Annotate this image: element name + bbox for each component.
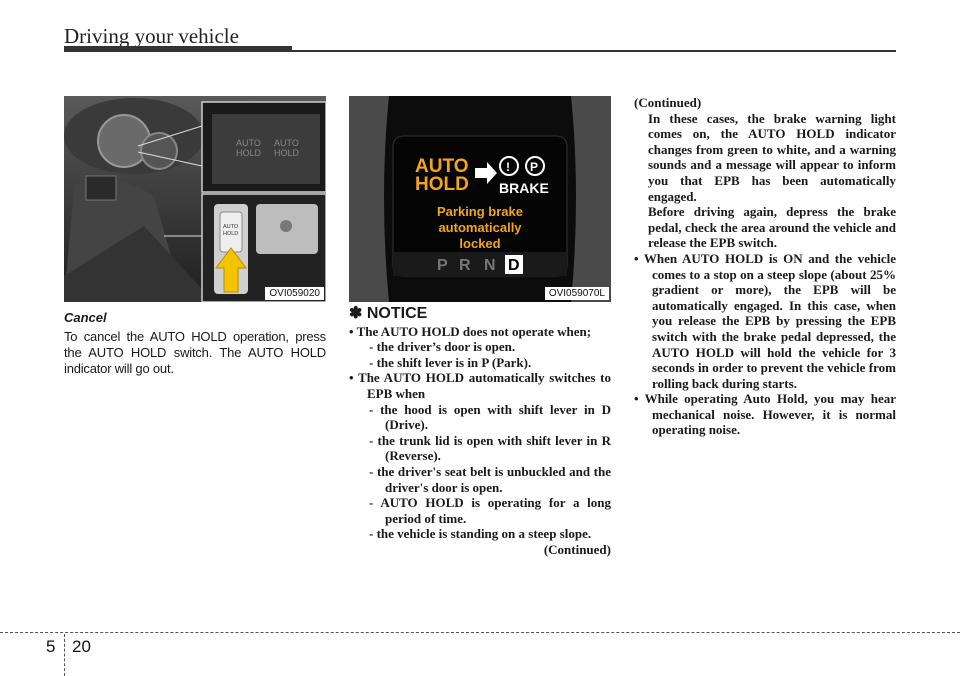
brake-warning-icon <box>499 156 519 176</box>
notice-paragraph: Before driving again, depress the brake … <box>648 204 896 251</box>
notice-dash: - the vehicle is standing on a steep slo… <box>369 526 592 542</box>
photo-code: OVI059070L <box>544 287 609 300</box>
footer-divider <box>64 634 65 676</box>
cluster-display-photo: AUTO HOLD ! P BRAKE Parking brake automa… <box>349 96 611 302</box>
page-number: 20 <box>72 637 91 656</box>
photo-code: OVI059020 <box>265 287 324 300</box>
switch-label-hold: HOLD <box>223 231 238 237</box>
notice-dash: - AUTO HOLD is operating for a long peri… <box>369 495 611 526</box>
header-bar <box>64 46 292 52</box>
svg-text:!: ! <box>506 160 510 174</box>
display-hold: HOLD <box>415 174 469 195</box>
gear-n: N <box>484 257 496 274</box>
notice-section: ✽ NOTICE • The AUTO HOLD does not operat… <box>349 306 611 558</box>
notice-dash: - the shift lever is in P (Park). <box>369 354 532 370</box>
notice-bullet: • When AUTO HOLD is ON and the vehicle c… <box>634 250 896 391</box>
cancel-heading: Cancel <box>64 310 107 325</box>
gear-r: R <box>459 257 471 274</box>
svg-text:P: P <box>530 160 538 174</box>
continued-label: (Continued) <box>543 541 611 557</box>
parking-icon <box>525 156 545 176</box>
dashboard-illustration: AUTO AUTO HOLD HOLD AUTO HOLD <box>64 96 326 302</box>
header-rule <box>292 50 896 52</box>
arrow-right-icon <box>475 162 497 184</box>
notice-dash: - the driver’s door is open. <box>369 339 516 355</box>
notice-bullet: • While operating Auto Hold, you may hea… <box>634 391 896 438</box>
auto-hold-switch-photo: AUTO AUTO HOLD HOLD AUTO HOLD OVI059020 <box>64 96 326 302</box>
display-msg-1: Parking brake <box>437 204 523 219</box>
display-auto: AUTO <box>415 156 468 177</box>
notice-bullet: • The AUTO HOLD does not operate when; <box>349 323 592 339</box>
notice-continued-section: (Continued) In these cases, the brake wa… <box>634 95 896 438</box>
notice-title: ✽ NOTICE <box>349 305 428 322</box>
page-header-title: Driving your vehicle <box>64 24 239 48</box>
cluster-display-illustration: AUTO HOLD ! P BRAKE Parking brake automa… <box>349 96 611 302</box>
notice-bullet: • The AUTO HOLD automatically switches t… <box>349 370 611 401</box>
notice-dash: - the hood is open with shift lever in D… <box>369 401 611 433</box>
notice-paragraph: In these cases, the brake warning light … <box>648 110 896 204</box>
notice-dash: - the trunk lid is open with shift lever… <box>369 432 611 464</box>
cluster-text-3: HOLD <box>236 148 262 158</box>
notice-dash: - the driver's seat belt is unbuckled an… <box>369 463 611 495</box>
gear-p: P <box>437 257 448 274</box>
continued-label: (Continued) <box>634 95 702 110</box>
footer-rule <box>0 632 960 633</box>
cluster-text-1: AUTO <box>236 138 261 148</box>
chapter-number: 5 <box>46 637 56 656</box>
display-brake: BRAKE <box>499 180 549 196</box>
cluster-text-2: AUTO <box>274 138 299 148</box>
arrow-up-icon <box>215 247 247 293</box>
gear-d: D <box>508 257 520 274</box>
cancel-text: To cancel the AUTO HOLD operation, press… <box>64 329 326 376</box>
display-msg-2: automatically <box>438 220 522 235</box>
cancel-section: Cancel To cancel the AUTO HOLD operation… <box>64 310 326 377</box>
display-msg-3: locked <box>459 236 500 251</box>
switch-label-auto: AUTO <box>223 224 239 230</box>
cluster-text-4: HOLD <box>274 148 300 158</box>
